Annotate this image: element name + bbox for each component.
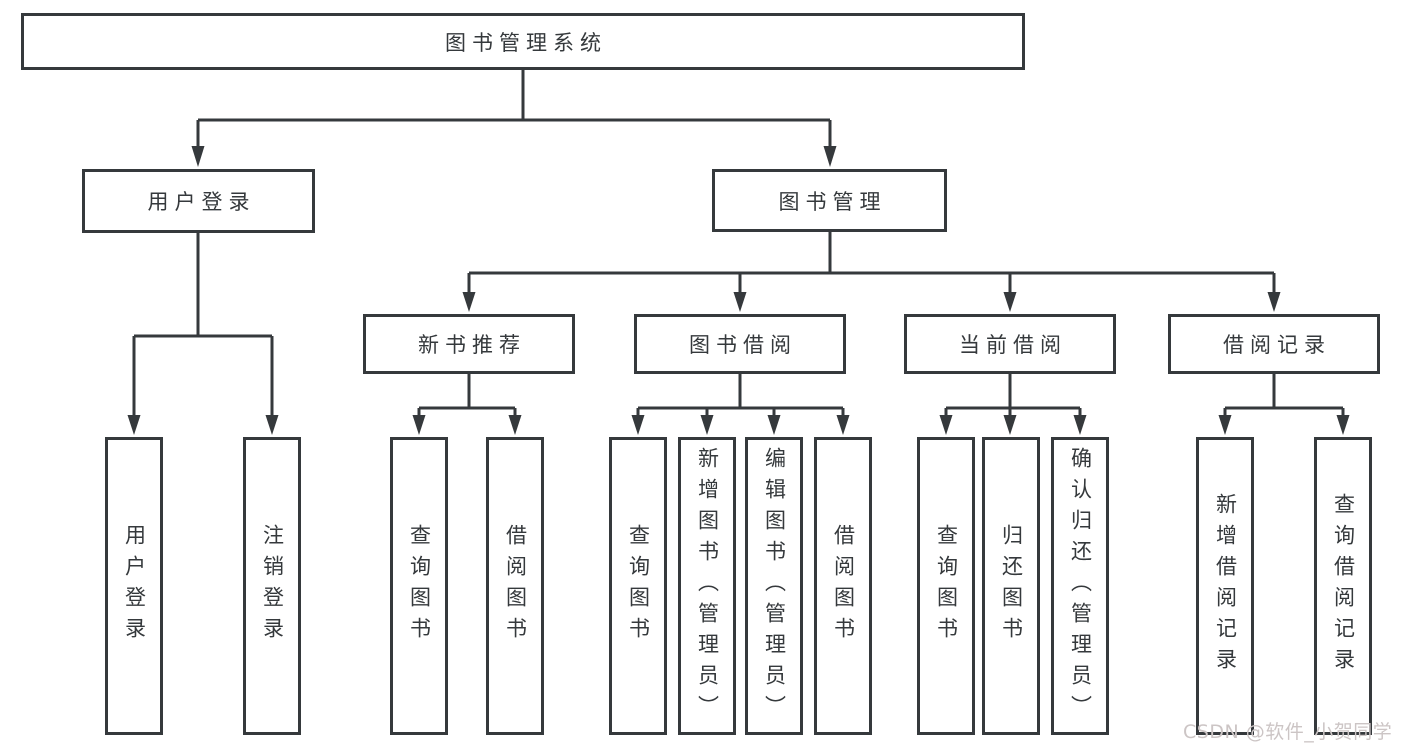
arrowhead: [767, 415, 781, 435]
watermark: CSDN @软件_小贺同学: [1183, 721, 1393, 743]
leaf-borrow-add-books-admin: 新增图书（管理员）: [678, 437, 736, 735]
leaf-label: 新增图书（管理员）: [695, 446, 720, 726]
node-borrow-records: 借阅记录: [1168, 314, 1380, 374]
leaf-logout: 注销登录: [243, 437, 301, 735]
leaf-current-return-books: 归还图书: [982, 437, 1040, 735]
leaf-label: 借阅图书: [831, 524, 856, 648]
arrowhead: [265, 415, 279, 435]
leaf-label: 新增借阅记录: [1213, 493, 1238, 679]
leaf-borrow-borrow-books: 借阅图书: [814, 437, 872, 735]
leaf-label: 借阅图书: [503, 524, 528, 648]
arrowhead: [700, 415, 714, 435]
arrowhead: [823, 146, 837, 167]
leaf-records-query-record: 查询借阅记录: [1314, 437, 1372, 735]
leaf-user-login: 用户登录: [105, 437, 163, 735]
arrowhead: [1267, 292, 1281, 312]
connector-records-stem: [1223, 374, 1345, 420]
node-book-borrow: 图书借阅: [634, 314, 846, 374]
connector-user-stem: [132, 233, 274, 419]
leaf-recommend-borrow-books: 借阅图书: [486, 437, 544, 735]
node-root: 图书管理系统: [21, 13, 1025, 70]
arrowhead: [508, 415, 522, 435]
leaf-label: 查询图书: [934, 524, 959, 648]
leaf-borrow-query-books: 查询图书: [609, 437, 667, 735]
arrowhead: [836, 415, 850, 435]
connector-current-stem: [944, 374, 1082, 420]
node-user-login: 用户登录: [82, 169, 315, 233]
arrowhead: [127, 415, 141, 435]
arrowhead: [733, 292, 747, 312]
leaf-label: 查询图书: [407, 524, 432, 648]
connector-borrow-stem: [636, 374, 845, 420]
arrowhead: [1218, 415, 1232, 435]
arrowhead: [462, 292, 476, 312]
leaf-label: 注销登录: [260, 524, 285, 648]
leaf-label: 编辑图书（管理员）: [762, 446, 787, 726]
leaf-current-confirm-return-admin: 确认归还（管理员）: [1051, 437, 1109, 735]
node-book-management: 图书管理: [712, 169, 947, 232]
arrowhead: [1003, 415, 1017, 435]
leaf-label: 用户登录: [122, 524, 147, 648]
leaf-label: 归还图书: [999, 524, 1024, 648]
arrowhead: [191, 146, 205, 167]
arrowhead: [631, 415, 645, 435]
connector-books-stem: [467, 232, 1276, 296]
arrowhead: [1073, 415, 1087, 435]
leaf-label: 查询图书: [626, 524, 651, 648]
leaf-current-query-books: 查询图书: [917, 437, 975, 735]
leaf-label: 确认归还（管理员）: [1068, 446, 1093, 726]
leaf-borrow-edit-books-admin: 编辑图书（管理员）: [745, 437, 803, 735]
arrowhead: [1003, 292, 1017, 312]
leaf-recommend-query-books: 查询图书: [390, 437, 448, 735]
node-current-borrow: 当前借阅: [904, 314, 1116, 374]
leaf-label: 查询借阅记录: [1331, 493, 1356, 679]
arrowhead: [939, 415, 953, 435]
arrowhead: [412, 415, 426, 435]
node-new-book-recommend: 新书推荐: [363, 314, 575, 374]
connector-root-stem: [196, 70, 832, 150]
connector-recommend-stem: [417, 374, 517, 420]
leaf-records-add-record: 新增借阅记录: [1196, 437, 1254, 735]
arrowhead: [1336, 415, 1350, 435]
